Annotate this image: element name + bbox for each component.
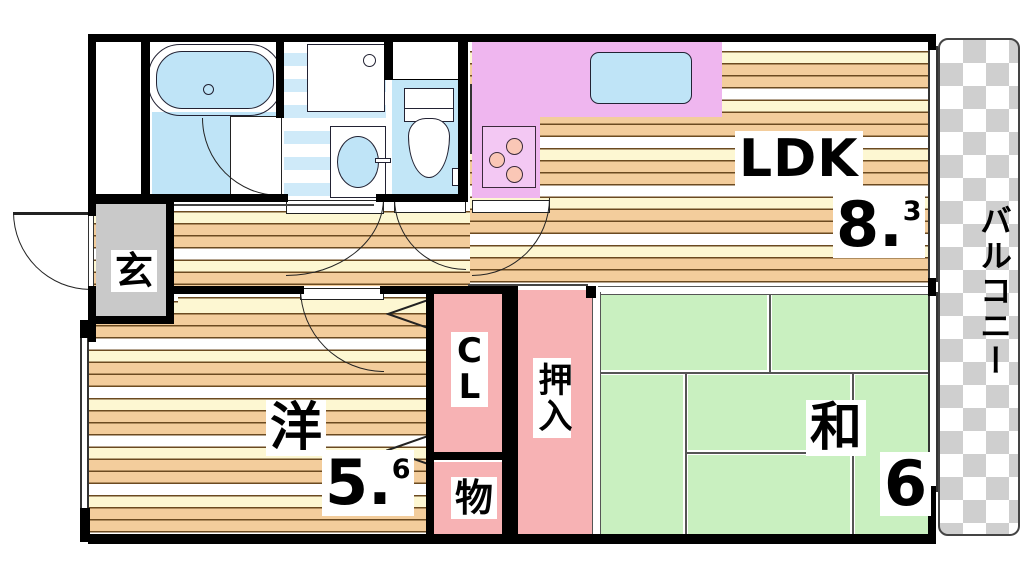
ldk-size-value: 8 — [836, 188, 880, 261]
wall-closet-divider — [426, 452, 510, 460]
wall-ldk-left — [460, 34, 468, 80]
wall-exterior-bottom — [88, 534, 936, 544]
washitsu-label: 和 — [806, 400, 867, 456]
yoshitsu-window — [80, 336, 89, 516]
entrance-door-swing-arc — [13, 212, 91, 290]
wall-oshiire-left — [510, 286, 518, 536]
closet-label: C L — [451, 331, 488, 408]
stove-burner-icon — [506, 166, 523, 183]
balcony-area — [938, 38, 1020, 536]
closet-label-line1: C — [457, 331, 482, 371]
vanity-sink-bowl — [337, 136, 379, 188]
wall-bath-right — [276, 34, 284, 118]
wall-yoshitsu-right — [426, 286, 434, 536]
wall-genkan-left — [88, 202, 96, 216]
tatami-seam-line — [685, 452, 852, 454]
wall-closet-right — [502, 286, 510, 536]
yoshitsu-label: 洋 — [266, 400, 327, 456]
bathtub — [156, 51, 274, 109]
washitsu-size: 6 — [880, 452, 932, 516]
yoshitsu-size-dot: . — [368, 446, 392, 519]
stove-burner-icon — [489, 152, 505, 168]
oshiire-label: 押入 — [532, 358, 572, 438]
vanity-faucet-icon — [375, 158, 391, 163]
bathtub-drain-icon — [203, 84, 214, 95]
closet-sliding-door-symbol-top[interactable] — [386, 296, 434, 332]
ldk-label: LDK — [735, 131, 863, 187]
balcony-label: バルコニー — [975, 203, 1013, 379]
tatami-seam-line — [685, 372, 687, 536]
tatami-seam-line — [600, 372, 932, 374]
wall-washroom-right — [384, 34, 392, 80]
wall-wetzone-bottom-2 — [376, 194, 468, 202]
oshiire-sliding-door[interactable] — [592, 292, 601, 534]
trim-line-ldk-bottom — [468, 284, 588, 286]
yoshitsu-size-value: 5 — [325, 446, 369, 519]
washing-machine-pan — [307, 44, 385, 112]
closet-label-line2: L — [458, 366, 481, 407]
washitsu-floor — [600, 290, 932, 536]
wall-shaft-right — [142, 34, 150, 202]
ldk-size: 8.3 — [833, 192, 925, 258]
wall-oshiire-right — [586, 286, 596, 298]
wall-wetzone-bottom — [88, 194, 288, 202]
yoshitsu-size: 5.6 — [322, 450, 414, 516]
wall-genkan-left-lower — [88, 286, 96, 342]
washitsu-balcony-window[interactable] — [928, 292, 938, 492]
wall-toilet-right — [458, 34, 468, 202]
genkan-label: 玄 — [111, 250, 158, 292]
wall-exterior-right — [928, 34, 936, 50]
ldk-size-dot: . — [879, 188, 903, 261]
toilet-tank — [404, 88, 454, 110]
storage-mono-label: 物 — [451, 477, 498, 519]
wall-yoshitsu-top — [174, 286, 304, 294]
trim-line-hall-top — [174, 204, 374, 206]
ldk-size-fraction: 3 — [902, 196, 922, 227]
pipe-shaft — [94, 40, 142, 198]
wall-genkan-bottom — [88, 316, 174, 324]
wall-exterior-right-mid — [928, 278, 936, 296]
stove-burner-icon — [506, 138, 523, 155]
tatami-seam-line — [769, 290, 771, 372]
wall-ldk-left-lower — [460, 156, 468, 202]
kitchen-sink — [590, 52, 692, 104]
wall-exterior-top — [88, 34, 936, 42]
washitsu-fusuma-track[interactable] — [598, 286, 934, 295]
ldk-balcony-window[interactable] — [928, 46, 938, 282]
wall-exterior-left-bottom — [80, 508, 90, 542]
washing-machine-drain-icon — [363, 54, 376, 67]
wall-yoshitsu-top-right — [380, 286, 440, 294]
entrance-door-jamb — [88, 212, 94, 292]
wall-exterior-left-top — [88, 34, 96, 202]
wall-genkan-top — [88, 196, 174, 204]
wall-exterior-right-bottom — [928, 486, 936, 542]
toilet-upper-niche — [392, 40, 464, 80]
yoshitsu-size-fraction: 6 — [391, 454, 411, 485]
wall-hall-bottom — [434, 286, 512, 294]
wall-genkan-right — [166, 196, 174, 324]
wall-exterior-left-yoshitsu-top — [80, 320, 90, 338]
